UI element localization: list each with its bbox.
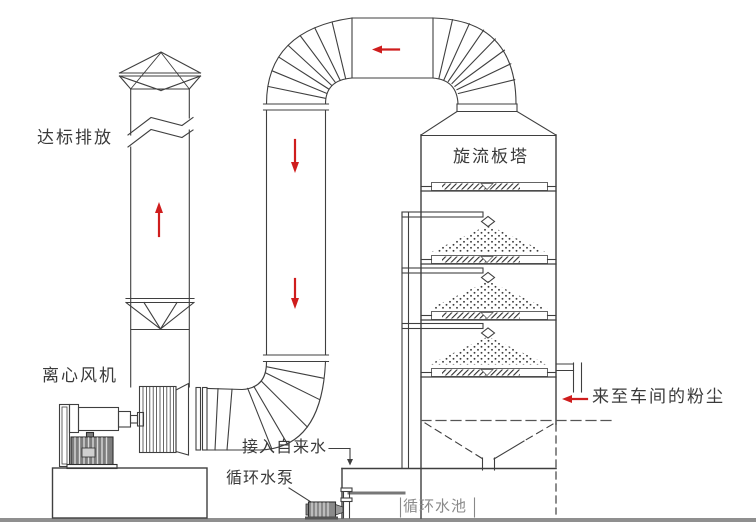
exhaust-stack [130, 88, 190, 388]
vertical-duct [262, 103, 330, 363]
elbow-bottom [206, 360, 327, 451]
centrifugal-fan [58, 382, 208, 468]
swirl-tray-4 [420, 368, 557, 378]
flow-arrow-inlet-left [562, 395, 589, 403]
swirl-tray-2 [420, 255, 557, 265]
fan-base-pedestal [51, 467, 208, 519]
stack-rain-cap [118, 51, 202, 92]
elbow-top-left [265, 17, 353, 105]
label-pool: 循环水池 [403, 498, 468, 515]
spray-nozzle-assembly-1 [401, 211, 548, 253]
flow-arrow-duct-down-upper [291, 138, 299, 173]
label-dust-inlet: 来至车间的粉尘 [592, 387, 725, 406]
dust-inlet-duct [555, 362, 583, 393]
label-tower: 旋流板塔 [453, 147, 529, 166]
flow-arrow-top-duct-left [372, 45, 401, 54]
spray-riser-pipe [401, 211, 410, 470]
swirl-plate-tower [420, 134, 557, 519]
label-pump: 循环水泵 [226, 470, 295, 487]
label-fan: 离心风机 [42, 366, 118, 385]
swirl-tray-3 [420, 311, 557, 321]
swirl-tray-1 [420, 182, 557, 192]
spray-nozzle-assembly-3 [401, 322, 548, 365]
tap-water-line [328, 447, 353, 466]
circulation-pump [288, 487, 406, 520]
stack-reducer [125, 297, 195, 331]
tower-inlet-funnel [420, 103, 557, 136]
elbow-top-right [432, 17, 517, 105]
tower-hopper [424, 422, 554, 471]
flow-arrow-stack-up [155, 202, 163, 238]
label-emission: 达标排放 [37, 128, 113, 147]
fan-motor [66, 431, 118, 470]
flow-arrow-duct-down-lower [291, 277, 299, 309]
label-tap-water: 接入自来水 [242, 439, 328, 456]
spray-nozzle-assembly-2 [401, 267, 548, 309]
top-horizontal-duct [351, 17, 434, 79]
stack-break-mark [127, 116, 194, 148]
